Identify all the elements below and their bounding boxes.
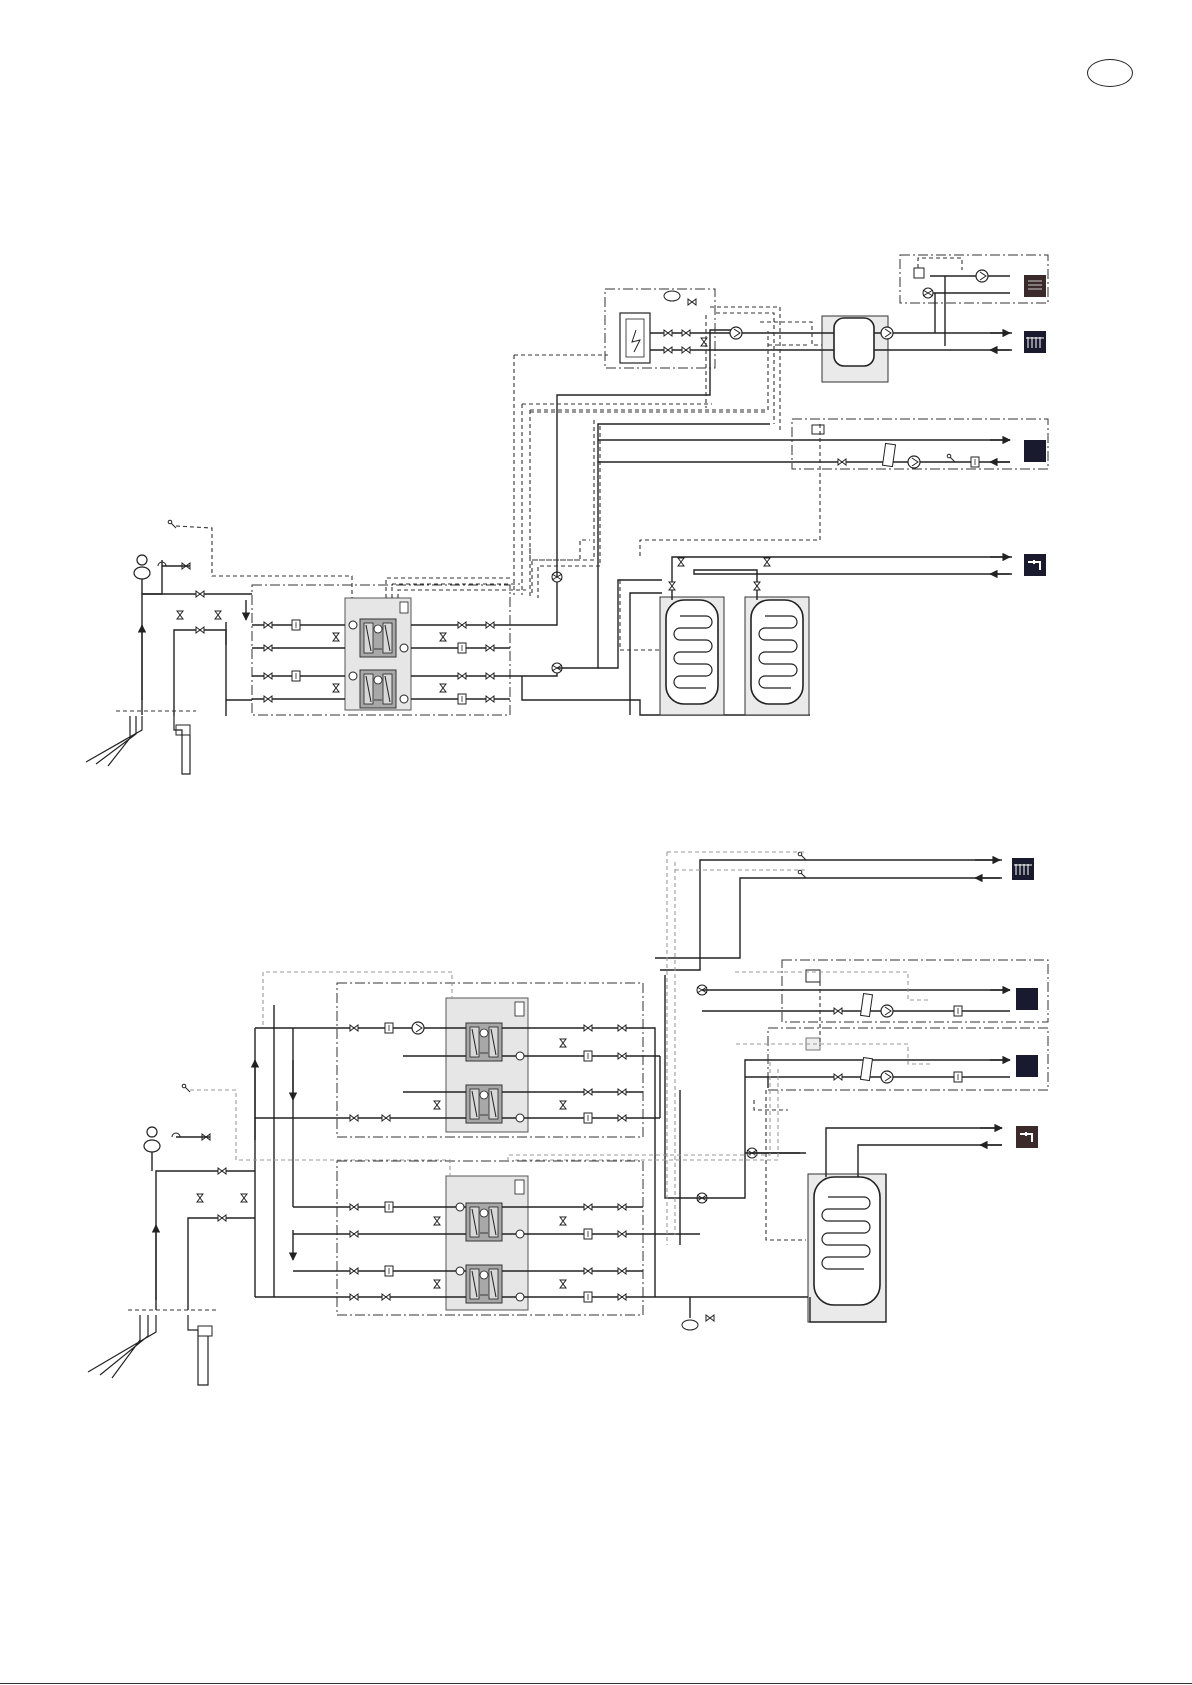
water-heater-lower [808,1174,886,1322]
lower-diagram [88,852,1048,1385]
radiator-icon-upper [1024,331,1046,353]
expansion-vessel-icon-lower [144,1127,210,1171]
water-heater-upper-2 [745,597,809,715]
tap-icon-lower [1016,1126,1038,1148]
water-heater-upper-1 [660,597,724,715]
upper-diagram [86,255,1048,774]
ground-collector-icon-lower [88,1310,216,1385]
ground-collector-icon-upper [86,711,196,774]
radiator-icon-lower [1012,858,1034,880]
footer-rule [0,1683,1192,1684]
tap-icon-upper [1024,554,1046,576]
